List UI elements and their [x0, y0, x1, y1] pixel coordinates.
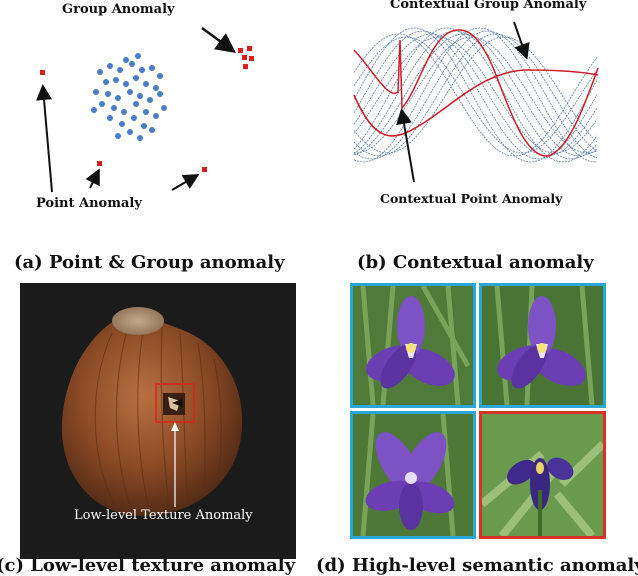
normal-point: [99, 101, 105, 107]
normal-point: [143, 81, 149, 87]
iris-normal-3: [350, 411, 476, 539]
normal-series-line: [353, 27, 598, 163]
normal-point: [97, 69, 103, 75]
normal-point: [133, 101, 139, 107]
arrow: [85, 168, 100, 189]
caption-a: (a) Point & Group anomaly: [14, 252, 285, 273]
normal-point: [161, 105, 167, 111]
texture-defect: [163, 393, 185, 415]
point-anomaly: [202, 167, 207, 172]
normal-point: [103, 79, 109, 85]
normal-point: [137, 93, 143, 99]
normal-series-line: [353, 33, 598, 157]
anomaly-point: [242, 55, 247, 60]
arrow: [513, 21, 530, 60]
panel-point-group-anomaly: Group Anomaly Point Anomaly: [0, 0, 318, 250]
normal-point: [115, 95, 121, 101]
normal-point: [123, 57, 129, 63]
normal-series-line: [353, 30, 598, 160]
normal-point: [127, 129, 133, 135]
normal-point: [115, 133, 121, 139]
normal-point: [149, 65, 155, 71]
group-anomaly-points: [238, 46, 254, 69]
arrow: [201, 26, 237, 53]
normal-point: [133, 75, 139, 81]
group-anomaly-label: Group Anomaly: [62, 2, 175, 17]
point-anomaly: [40, 70, 45, 75]
normal-series-line: [353, 33, 598, 157]
normal-point: [141, 123, 147, 129]
normal-point: [139, 67, 145, 73]
point-anomaly-label: Point Anomaly: [36, 196, 142, 211]
normal-point: [153, 85, 159, 91]
normal-series-line: [353, 33, 598, 157]
normal-series: [353, 27, 598, 163]
normal-series-line: [353, 27, 598, 163]
normal-series-line: [353, 27, 598, 163]
normal-point: [111, 105, 117, 111]
arrow: [171, 173, 200, 191]
normal-point: [119, 121, 125, 127]
iris-flower-image: [482, 286, 603, 405]
contextual-group-anomaly-label: Contextual Group Anomaly: [390, 0, 587, 12]
time-series-plot: [353, 21, 599, 183]
normal-series-line: [353, 36, 598, 154]
normal-point: [107, 115, 113, 121]
hazelnut-image: Low-level Texture Anomaly: [20, 283, 296, 559]
normal-point: [121, 109, 127, 115]
normal-point: [157, 91, 163, 97]
normal-point: [153, 113, 159, 119]
caption-c: (c) Low-level texture anomaly: [0, 555, 296, 576]
contextual-point-anomaly-series: [353, 29, 599, 157]
iris-flower-image: [353, 286, 473, 405]
anomaly-point: [247, 46, 252, 51]
texture-anomaly-label: Low-level Texture Anomaly: [74, 508, 253, 523]
normal-point: [131, 115, 137, 121]
hazelnut-shell: [61, 316, 243, 516]
anomaly-point: [243, 64, 248, 69]
anomaly-point: [238, 48, 243, 53]
caption-b: (b) Contextual anomaly: [357, 252, 594, 273]
normal-point: [93, 89, 99, 95]
normal-point: [123, 81, 129, 87]
panel-contextual-anomaly: Contextual Group Anomaly Contextual Poin…: [318, 0, 638, 250]
normal-point: [105, 91, 111, 97]
normal-point: [135, 53, 141, 59]
scatter-plot: [36, 26, 254, 193]
point-anomaly: [97, 161, 102, 166]
anomaly-point: [249, 56, 254, 61]
iris-normal-2: [479, 283, 606, 408]
iris-normal-1: [350, 283, 476, 408]
normal-point: [149, 127, 155, 133]
normal-series-line: [353, 30, 598, 160]
normal-point: [137, 135, 143, 141]
normal-series-line: [353, 33, 598, 157]
normal-point: [127, 89, 133, 95]
normal-series-line: [353, 36, 598, 154]
iris-flower-image: [482, 414, 603, 536]
contextual-group-anomaly-series: [353, 69, 599, 137]
normal-series-line: [353, 36, 598, 154]
normal-point: [113, 77, 119, 83]
normal-cluster: [91, 53, 167, 141]
normal-point: [129, 61, 135, 67]
normal-series-line: [353, 30, 598, 160]
arrow: [396, 108, 415, 183]
normal-point: [91, 107, 97, 113]
caption-d: (d) High-level semantic anomaly: [316, 555, 638, 576]
iris-flower-image: [353, 414, 473, 536]
arrow: [36, 84, 53, 193]
normal-point: [157, 73, 163, 79]
hazelnut-cap: [112, 307, 164, 335]
contextual-point-anomaly-label: Contextual Point Anomaly: [380, 191, 563, 206]
normal-point: [143, 109, 149, 115]
normal-point: [117, 67, 123, 73]
normal-point: [147, 97, 153, 103]
iris-anomalous: [479, 411, 606, 539]
normal-point: [107, 63, 113, 69]
